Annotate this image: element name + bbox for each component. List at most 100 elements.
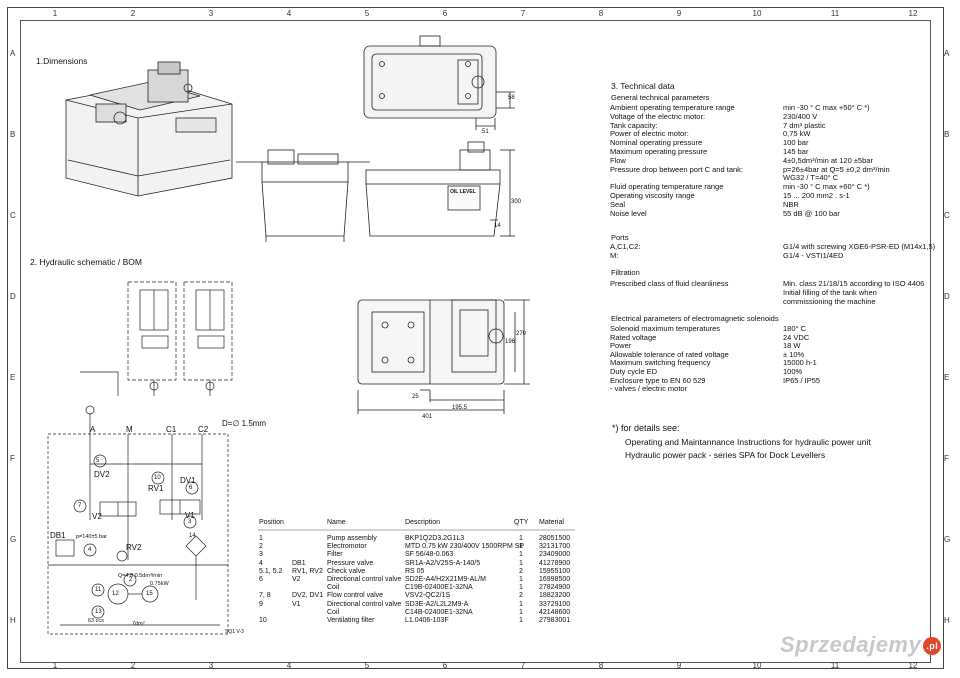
oil-level-label: OIL LEVEL — [450, 189, 476, 195]
section-schematic: 2. Hydraulic schematic / BOM — [30, 257, 142, 267]
row-letter: D — [10, 292, 16, 301]
front-view — [365, 141, 515, 237]
bom-cell: 9 — [259, 600, 263, 608]
bom-cell: 6 — [259, 576, 263, 583]
column-number: 11 — [830, 661, 840, 670]
row-letter: C — [10, 211, 16, 220]
port-m-label: M — [126, 425, 133, 434]
component-rv1: RV1 — [148, 484, 164, 493]
column-number: 6 — [442, 9, 448, 18]
bom-cell: 7, 8 — [259, 592, 271, 600]
param-name: Allowable tolerance of rated voltage — [610, 349, 729, 359]
orifice-label: D=∅ 1.5mm — [222, 419, 267, 428]
number-10: 10 — [154, 475, 161, 481]
param-value: Initial filling of the tank when — [783, 287, 877, 297]
tank-label: 7dm³ — [132, 621, 145, 627]
bom-cell: 1 — [519, 584, 523, 592]
bom-cell: VSV2-QC2/1S — [405, 592, 451, 600]
number-14: 14 — [189, 533, 196, 539]
param-name: Tank capacity: — [610, 120, 658, 130]
component-dv2: DV2 — [94, 470, 110, 479]
column-number: 4 — [286, 661, 292, 670]
bom-cell: 41278900 — [539, 559, 571, 567]
plan-view — [357, 299, 530, 414]
param-name: Flow — [610, 155, 626, 165]
param-value: 145 bar — [783, 147, 809, 156]
column-number: 8 — [598, 9, 604, 18]
details-title: *) for details see: — [612, 423, 680, 433]
bom-cell: 1 — [519, 559, 523, 567]
ports-row: M:G1/4 - VSTI1/4ED — [610, 251, 940, 260]
motor-power-label: 0.75kW — [150, 581, 169, 587]
filtration-row: commissioning the machine — [610, 296, 940, 306]
general_params-row: Voltage of the electric motor:230/400 V — [610, 111, 940, 121]
row-letter: F — [944, 454, 949, 463]
param-value: 230/400 V — [783, 111, 818, 121]
param-value: commissioning the machine — [783, 296, 876, 306]
bom-cell: 15955100 — [539, 567, 571, 575]
row-letter: H — [944, 616, 950, 625]
column-number: 1 — [52, 9, 58, 18]
bom-cell: 33729100 — [539, 600, 571, 608]
row-letter: D — [944, 292, 950, 301]
bom-cell: C19B-02400E1-32NA — [405, 584, 473, 592]
number-11: 11 — [95, 587, 102, 593]
bom-header: Position Name Description QTY Material — [259, 519, 579, 527]
column-number: 12 — [908, 661, 918, 670]
dim-14: 14 — [494, 223, 501, 229]
bom-cell: 10 — [259, 617, 267, 624]
column-number: 10 — [752, 661, 762, 670]
param-name: Solenoid maximum temperatures — [610, 324, 721, 333]
param-name: Pressure drop between port C and tank: — [610, 164, 743, 174]
bom-cell: Ventilating filter — [327, 617, 375, 624]
bom-cell: 1 — [519, 600, 523, 608]
column-number: 4 — [286, 9, 292, 18]
param-value: 4±0,5dm³/min at 120 ±5bar — [783, 155, 873, 165]
component-v1: V1 — [185, 511, 195, 520]
component-dv1: DV1 — [180, 476, 196, 485]
bom-cell: L1.0406-103F — [405, 617, 449, 624]
dim-51: 51 — [482, 129, 489, 135]
bom-cell: 5.1, 5.2 — [259, 567, 283, 575]
column-number: 8 — [598, 661, 604, 670]
param-name: Duty cycle ED — [610, 367, 658, 376]
bom-cell: SD3E-A2/L2L2M9-A — [405, 600, 469, 608]
param-value: min -30 ° C max +50° C *) — [783, 103, 870, 112]
row-letter: G — [10, 535, 17, 544]
param-value: Min. class 21/18/15 according to ISO 440… — [783, 279, 925, 288]
bom-cell: 4 — [259, 559, 263, 567]
ports-title: Ports — [611, 233, 629, 242]
solenoids-row: - valves / electric motor — [610, 385, 940, 393]
dim-25: 25 — [412, 394, 419, 400]
ref-label: SQ1 V-3 — [225, 629, 244, 635]
param-value: 15 ... 200 mm2 . s-1 — [783, 191, 850, 200]
param-value: 0,75 kW — [783, 129, 811, 139]
bom-cell: 27983001 — [539, 617, 571, 624]
filtration-title: Filtration — [611, 268, 640, 277]
column-number: 2 — [130, 9, 136, 18]
ports-row: A,C1,C2:G1/4 with screwing XGE6-PSR-ED (… — [610, 243, 940, 251]
bom-cell: 1 — [259, 535, 263, 542]
column-number: 9 — [676, 9, 682, 18]
bom-header-name: Name — [327, 519, 346, 526]
bom-cell: Electromotor — [327, 543, 367, 551]
general_params-row: Power of electric motor:0,75 kW — [610, 130, 940, 138]
column-number: 10 — [752, 9, 762, 18]
number-13: 13 — [95, 609, 102, 615]
number-4: 4 — [88, 547, 92, 553]
column-number: 5 — [364, 661, 370, 670]
column-number: 7 — [520, 661, 526, 670]
number-7: 7 — [78, 503, 82, 509]
param-value: min -30 ° C max +60° C *) — [783, 182, 870, 192]
